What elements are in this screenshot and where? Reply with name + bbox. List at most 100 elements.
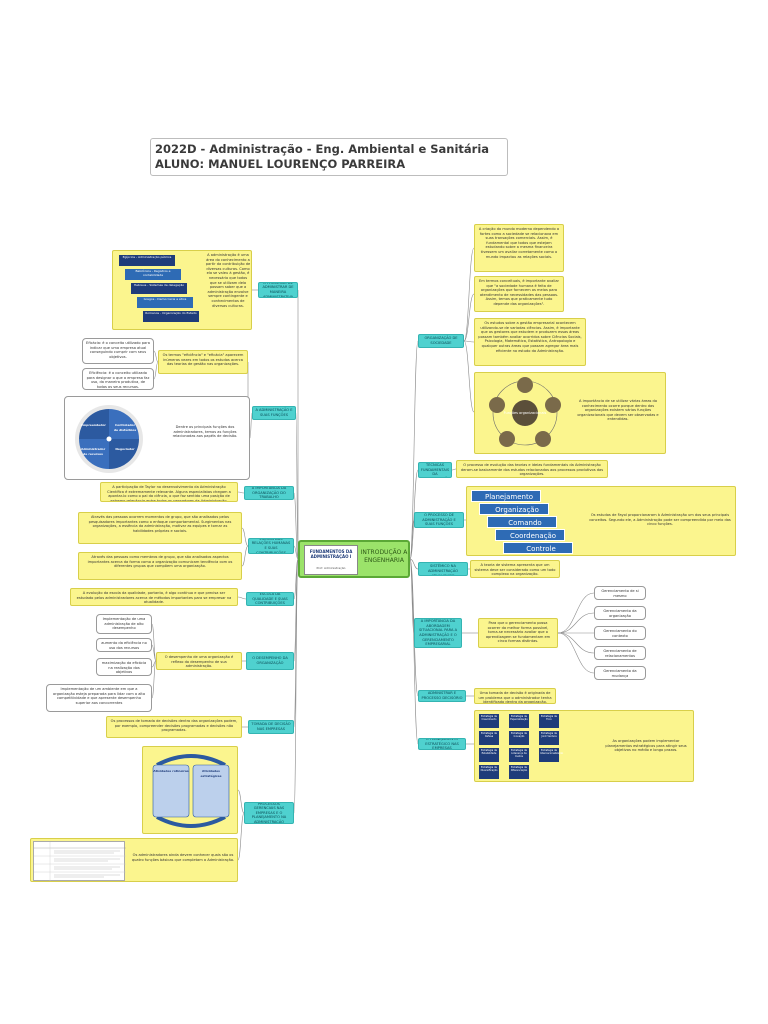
- topic-desempenho[interactable]: O DESEMPENHO DA ORGANIZAÇÃO: [246, 652, 294, 670]
- topic-label: O PROCESSO DE ADMINISTRAR DE MANEIRA ADM…: [262, 282, 294, 298]
- connector-left: [293, 558, 299, 814]
- process-label-estrategicas: Atividades estratégicas: [200, 769, 222, 778]
- civilization-step: Egípcios - Administração pública: [119, 255, 175, 266]
- note-text: Em termos conceituais, é importante aval…: [478, 279, 559, 306]
- note-membros-grupo: Através das pessoas como membros de grup…: [78, 552, 242, 580]
- functions-table-panel: Os administradores ainda devem conhecer …: [30, 838, 238, 882]
- topic-processo-funcoes[interactable]: O PROCESSO DE ADMINISTRAÇÃO E SUAS FUNÇÕ…: [414, 512, 464, 528]
- fn-node-1: [517, 377, 533, 393]
- role-quadrant-1: [79, 409, 109, 439]
- topic-label: O PROCESSO DE ADMINISTRAÇÃO E SUAS FUNÇÕ…: [422, 513, 456, 527]
- functions-table: [33, 841, 126, 881]
- topic-processos-gerenciais[interactable]: PROCESSOS GERENCIAIS NAS EMPRESAS E O PL…: [244, 802, 294, 824]
- note-tomada-decisao: Uma tomada de decisão é originada de um …: [474, 688, 556, 704]
- topic-planejamento-estrategico[interactable]: O PLANEJAMENTO ESTRATÉGICO NAS EMPRESAS: [418, 738, 466, 750]
- note-text: Para que o gerenciamento possa ocorrer d…: [485, 621, 551, 644]
- note-eficiencia-recursos: aumento da eficiência no uso dos recurso…: [96, 638, 152, 652]
- topic-teorias-tecnicas[interactable]: TEORIA E TÉCNICAS FUNDAMENTAIS DA ADMINI…: [418, 462, 452, 478]
- connector-right-list: [557, 632, 595, 654]
- note-text: A participação de Taylor no desenvolvime…: [107, 485, 231, 502]
- note-qualidade: A evolução da escola da qualidade, porta…: [70, 588, 238, 606]
- note-alto-desempenho: Implementação de uma administração de al…: [96, 614, 152, 634]
- process-arrow-bottom: [156, 815, 226, 828]
- connector-left-note: [249, 412, 253, 439]
- note-text: Os termos "eficiência" e "eficácia" apar…: [162, 353, 244, 367]
- fn-node-5: [489, 397, 505, 413]
- connector-right-note: [463, 293, 475, 342]
- connector-left: [295, 412, 299, 560]
- connector-left-note: [241, 545, 249, 567]
- fn-center-node: [512, 400, 538, 426]
- strategy-box: Estratégia de Crescimento: [479, 714, 499, 728]
- note-text: Os processos de tomada de decisões dentr…: [110, 719, 238, 733]
- connector-right-note: [463, 340, 475, 413]
- note-eficacia: Eficácia: é o conceito utilizado para in…: [82, 338, 154, 364]
- topic-escola-qualidade[interactable]: ESCOLA DA QUALIDADE E SUAS CONTRIBUIÇÕES: [246, 592, 294, 606]
- note-gerenciamento: Para que o gerenciamento possa ocorrer d…: [478, 618, 558, 648]
- topic-label: ORGANIZAÇÃO DE SOCIEDADE: [424, 336, 458, 345]
- note-sociedade-humana: Em termos conceituais, é importante aval…: [474, 276, 564, 312]
- connector-left-note: [237, 789, 245, 814]
- note-text: Os estudos de Fayol proporcionaram à Adm…: [589, 513, 731, 527]
- topic-relacoes-humanas[interactable]: ESCOLA DAS RELAÇÕES HUMANAS E SUAS CONTR…: [248, 538, 294, 554]
- note-alta-competitividade: Implementação de um ambiente em que a or…: [46, 684, 152, 712]
- topic-label: O DESEMPENHO DA ORGANIZAÇÃO: [252, 656, 288, 665]
- fayol-function-row: Comando: [487, 516, 557, 528]
- note-pessoas-grupos: Através das pessoas ocorrem momentos de …: [78, 512, 242, 544]
- connector-right-note: [451, 468, 457, 471]
- role-label: Negociador: [115, 447, 135, 451]
- note-text: Os estudos sobre a gestão empresarial ac…: [478, 321, 582, 353]
- topic-organizacao-sociedade[interactable]: ORGANIZAÇÃO DE SOCIEDADE: [418, 334, 464, 348]
- note-evolucao-teorias: O processo de evolução das teorias e ide…: [456, 460, 608, 478]
- note-text: Uma tomada de decisão é originada de um …: [478, 691, 552, 704]
- strategy-box: Estratégia de Liderança de Custos: [509, 748, 529, 762]
- topic-abordagem-situacional[interactable]: A IMPORTÂNCIA DA ABORDAGEM SITUACIONAL P…: [414, 618, 462, 648]
- strategy-box: Estratégia de Estabilidade: [479, 748, 499, 762]
- topic-label: A IMPORTÂNCIA DA ABORDAGEM SITUACIONAL P…: [418, 619, 458, 647]
- strategy-box: Estratégia de Foco: [539, 714, 559, 728]
- connector-left-note: [151, 660, 157, 668]
- topic-label: TEORIA E TÉCNICAS FUNDAMENTAIS DA ADMINI…: [420, 463, 450, 477]
- role-quadrant-4: [109, 439, 139, 469]
- process-box-estrategicas: [192, 764, 230, 818]
- note-text: A importância de se utilizar várias área…: [577, 399, 659, 422]
- strategy-box: Estratégia de Joint Venture: [539, 731, 559, 745]
- fayol-function-row: Controle: [503, 542, 573, 554]
- note-eficacia-objetivos: maximização da eficácia na realização do…: [96, 658, 152, 676]
- topic-processo-decisorio[interactable]: ADMINISTRAR E PROCESSO DECISÓRIO: [418, 690, 466, 702]
- note-teoria-sistema: A teoria de sistema apresenta que um sis…: [470, 560, 560, 578]
- gerenciamento-item: Gerenciamento do contexto: [594, 626, 646, 640]
- note-text: A criação do mundo moderno dependendo a …: [478, 227, 560, 259]
- topic-tomada-decisao[interactable]: TOMADA DE DECISÃO NAS EMPRESAS: [248, 720, 294, 734]
- note-text: aumento da eficiência no uso dos recurso…: [101, 641, 147, 650]
- note-eficiencia: Eficiência: é o conceito utilizado para …: [82, 368, 154, 390]
- civilization-step: Gregos - Democracia e ética: [137, 297, 193, 308]
- gerenciamento-item: Gerenciamento de relacionamentos: [594, 646, 646, 660]
- strategy-box: Estratégia de Inovação: [509, 731, 529, 745]
- role-label: Administrador de recursos: [81, 447, 106, 456]
- strategy-box: Estratégia de Defesa: [479, 731, 499, 745]
- connector-left: [293, 558, 299, 600]
- topic-processo-administrar[interactable]: O PROCESSO DE ADMINISTRAR DE MANEIRA ADM…: [258, 282, 298, 298]
- central-topic[interactable]: FUNDAMENTOS DA ADMINISTRAÇÃO I Prof. Adm…: [298, 540, 410, 578]
- topic-pensamento-sistemico[interactable]: PENSAMENTO SISTÊMICO NA ADMINISTRAÇÃO AT…: [418, 562, 468, 576]
- note-estudos-gestao: Os estudos sobre a gestão empresarial ac…: [474, 318, 586, 366]
- connector-right-list: [557, 632, 595, 674]
- civilization-step: Babilônios - Registros e contabilidade: [125, 269, 181, 280]
- connector-left-note: [237, 812, 245, 861]
- topic-organizacao-trabalho[interactable]: A IMPORTÂNCIA DA ORGANIZAÇÃO DO TRABALHO: [244, 486, 294, 500]
- note-text: Através das pessoas como membros de grup…: [87, 555, 233, 569]
- title-box: 2022D - Administração - Eng. Ambiental e…: [150, 138, 508, 176]
- process-diagram: Atividades rotineiras Atividades estraté…: [147, 751, 235, 831]
- topic-administracao-funcoes[interactable]: A ADMINISTRAÇÃO E SUAS FUNÇÕES: [252, 406, 296, 420]
- book-subtitle: Prof. Administração: [316, 566, 346, 570]
- connector-left: [293, 545, 299, 560]
- connector-right-list: [557, 592, 595, 634]
- process-label-rotineiras: Atividades rotineiras: [153, 769, 189, 773]
- note-desempenho: O desempenho de uma organização é reflex…: [156, 652, 242, 670]
- topic-label: ESCOLA DAS RELAÇÕES HUMANAS E SUAS CONTR…: [251, 538, 291, 554]
